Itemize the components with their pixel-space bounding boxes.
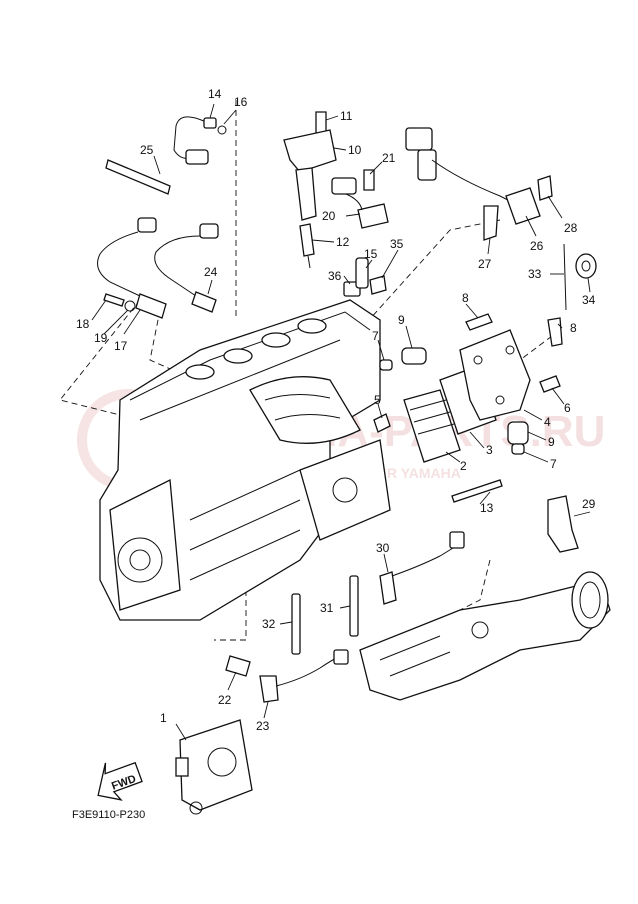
callout-36: 36 — [328, 269, 342, 283]
callout-19: 19 — [94, 331, 108, 345]
callout-3: 3 — [486, 443, 493, 457]
part-7-collar — [379, 359, 525, 455]
part-23-sensor — [259, 649, 349, 703]
callout-labels: 1 2 3 4 5 6 7 7 8 8 9 9 10 11 12 13 14 1… — [76, 87, 596, 733]
part-17-sensor — [97, 217, 167, 319]
part-33-rod — [563, 243, 567, 311]
callout-11: 11 — [340, 109, 353, 123]
callout-35: 35 — [390, 237, 404, 251]
callout-32: 32 — [262, 617, 276, 631]
part-34-grommet — [575, 253, 597, 279]
part-26-harness — [405, 127, 541, 225]
callout-26: 26 — [530, 239, 544, 253]
exhaust-manifold — [359, 571, 611, 701]
callout-13: 13 — [480, 501, 494, 515]
part-24-sensor — [154, 223, 219, 313]
callout-9a: 9 — [398, 313, 405, 327]
callout-6: 6 — [564, 401, 571, 415]
callout-18: 18 — [76, 317, 90, 331]
callout-24: 24 — [204, 265, 218, 279]
part-27-cover — [483, 205, 499, 241]
part-30-sensor — [379, 531, 465, 605]
callout-8a: 8 — [462, 291, 469, 305]
callout-5: 5 — [374, 393, 381, 407]
part-14-sensor — [173, 116, 227, 165]
callout-14: 14 — [208, 87, 222, 101]
part-15-sleeve — [355, 257, 369, 289]
callout-25: 25 — [140, 143, 154, 157]
engine-block — [99, 299, 391, 621]
callout-34: 34 — [582, 293, 596, 307]
callout-1: 1 — [160, 711, 167, 725]
callout-23: 23 — [256, 719, 270, 733]
part-18-bolt — [103, 293, 125, 307]
callout-21: 21 — [382, 151, 396, 165]
callout-12: 12 — [336, 235, 350, 249]
part-20-sensor — [331, 177, 389, 229]
part-25-bolt — [105, 159, 171, 195]
fwd-arrow-icon: FWD — [97, 761, 143, 801]
bolts — [315, 111, 563, 433]
part-29-clamp — [547, 495, 579, 553]
part-10-ignition-coil — [283, 129, 337, 221]
callout-20: 20 — [322, 209, 336, 223]
callout-16: 16 — [234, 95, 248, 109]
leader-lines — [91, 103, 591, 741]
callout-22: 22 — [218, 693, 232, 707]
part-2-ecu — [403, 389, 461, 463]
callout-28: 28 — [564, 221, 578, 235]
part-13-long-bolt — [451, 479, 503, 503]
callout-15: 15 — [364, 247, 378, 261]
part-12-spark-plug — [299, 223, 315, 269]
part-22-sensor — [225, 655, 251, 677]
callout-33: 33 — [528, 267, 542, 281]
callout-7b: 7 — [550, 457, 557, 471]
part-1-throttle-body — [175, 719, 253, 815]
callout-9b: 9 — [548, 435, 555, 449]
callout-2: 2 — [460, 459, 467, 473]
callout-4: 4 — [544, 415, 551, 429]
callout-29: 29 — [582, 497, 596, 511]
callout-17: 17 — [114, 339, 128, 353]
reference-code: F3E9110-P230 — [72, 809, 145, 821]
part-4-bracket — [459, 329, 531, 421]
part-31-tie — [349, 575, 359, 637]
part-9-grommet — [401, 347, 529, 445]
part-32-tie — [291, 593, 301, 655]
callout-31: 31 — [320, 601, 334, 615]
callout-7a: 7 — [372, 329, 379, 343]
callout-8b: 8 — [570, 321, 577, 335]
callout-10: 10 — [348, 143, 362, 157]
part-19-washer — [124, 300, 136, 312]
callout-30: 30 — [376, 541, 390, 555]
callout-27: 27 — [478, 257, 492, 271]
